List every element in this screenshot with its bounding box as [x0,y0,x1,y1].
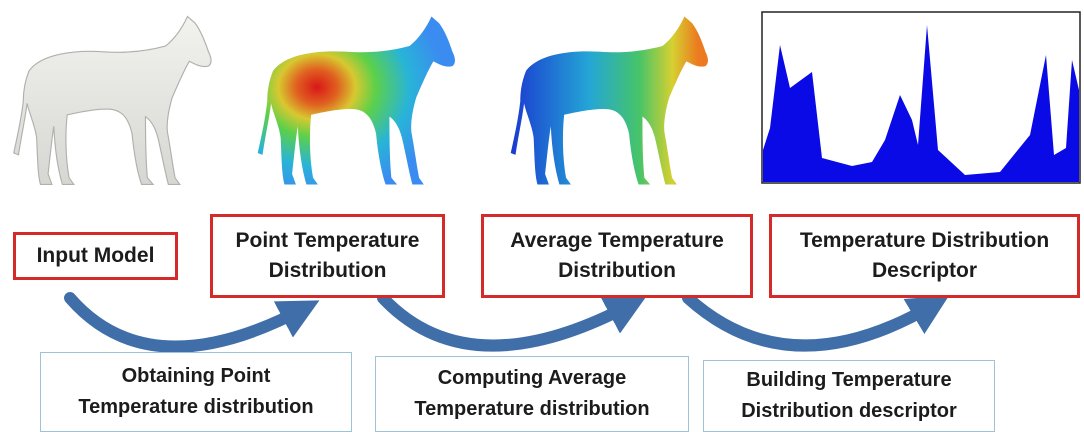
step-compute: Computing Average Temperature distributi… [375,356,689,432]
stage-point-temperature-label: Point Temperature Distribution [235,229,420,282]
horse-input-model-image [13,15,212,186]
stage-point-temperature: Point Temperature Distribution [210,214,445,298]
stage-average-temperature-label: Average Temperature Distribution [510,229,724,282]
stage-descriptor-label: Temperature Distribution Descriptor [799,229,1050,282]
step-obtain-label: Obtaining Point Temperature distribution [78,365,314,418]
arrow-1 [64,292,320,353]
stage-average-temperature: Average Temperature Distribution [481,214,753,298]
descriptor-area [763,25,1079,182]
arrow-3 [682,292,950,352]
step-build-label: Building Temperature Distribution descri… [741,369,957,422]
step-build: Building Temperature Distribution descri… [703,360,995,432]
horse-average-temperature-image [510,16,708,185]
step-obtain: Obtaining Point Temperature distribution [40,352,352,432]
step-compute-label: Computing Average Temperature distributi… [414,367,650,420]
arrow-2 [377,292,647,352]
flow-arrows [64,292,950,353]
stage-descriptor: Temperature Distribution Descriptor [769,214,1080,298]
stage-input-model: Input Model [13,232,178,280]
stage-input-model-label: Input Model [36,244,155,267]
temperature-descriptor-plot [761,11,1081,184]
horse-point-temperature-image [257,16,455,185]
